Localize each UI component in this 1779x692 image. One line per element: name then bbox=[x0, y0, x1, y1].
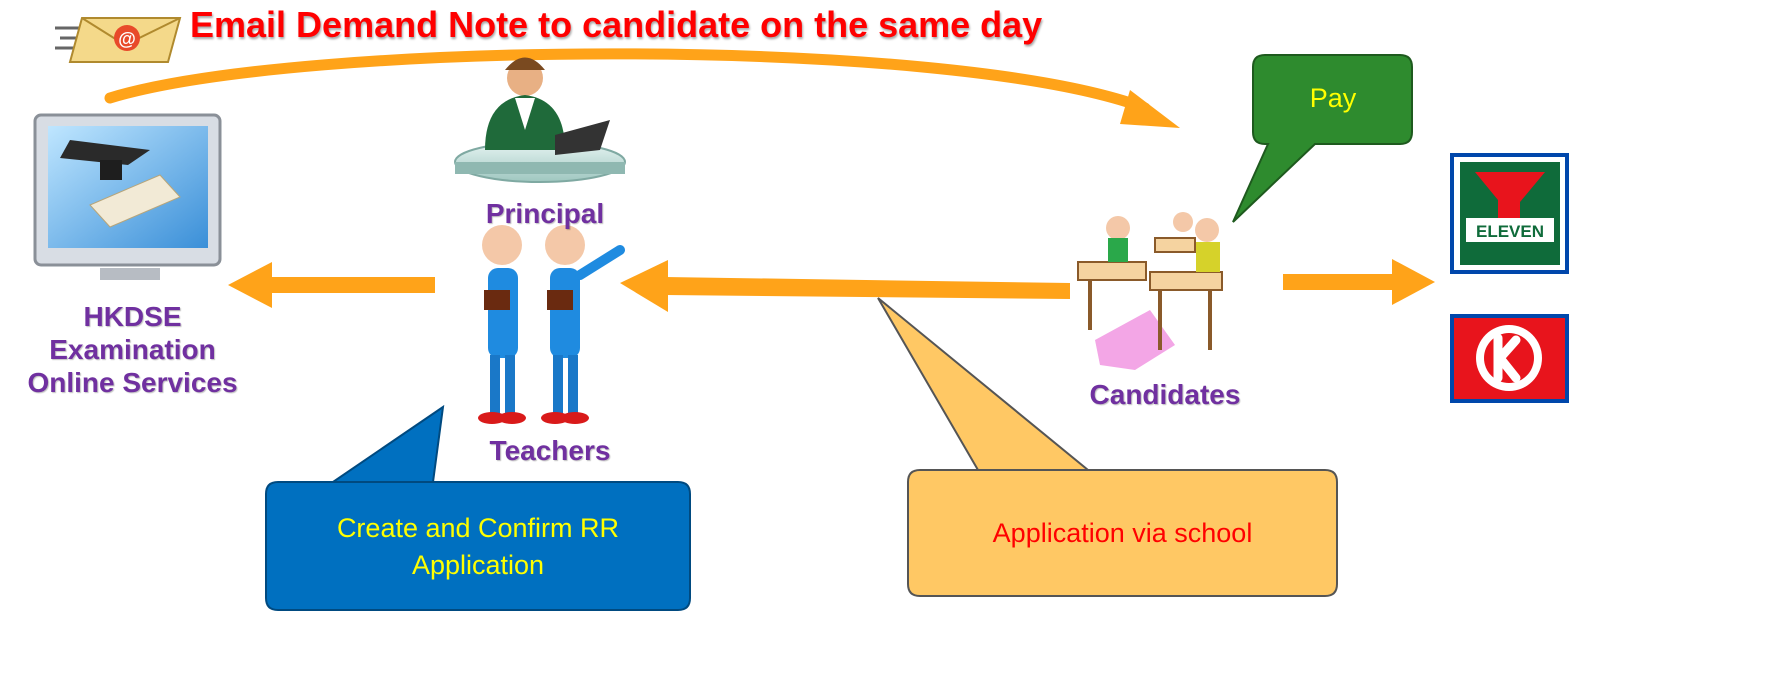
arrow-to-teachers bbox=[620, 260, 1070, 312]
application-bubble bbox=[877, 297, 1338, 597]
hkdse-label-line1: HKDSE bbox=[83, 301, 182, 332]
pay-bubble bbox=[1232, 54, 1413, 223]
principal-label: Principal bbox=[485, 198, 605, 229]
seven-eleven-logo: ELEVEN bbox=[1450, 153, 1569, 274]
pay-bubble-text: Pay bbox=[1309, 83, 1357, 113]
application-bubble-text: Application via school bbox=[992, 518, 1253, 548]
hkdse-label: HKDSE Examination Online Services bbox=[10, 300, 255, 399]
teachers-label: Teachers bbox=[489, 435, 611, 466]
svg-text:@: @ bbox=[118, 29, 136, 49]
page-title: Email Demand Note to candidate on the sa… bbox=[190, 4, 1043, 45]
email-envelope-icon: @ bbox=[55, 17, 182, 63]
circle-k-logo bbox=[1450, 314, 1569, 403]
hkdse-label-line2: Examination bbox=[49, 334, 216, 365]
principal-icon bbox=[454, 57, 626, 183]
create-confirm-line1: Create and Confirm RR bbox=[336, 513, 620, 543]
computer-icon bbox=[33, 113, 222, 280]
create-confirm-line2: Application bbox=[411, 550, 545, 580]
teachers-icon bbox=[478, 225, 625, 424]
candidates-label: Candidates bbox=[1089, 379, 1241, 410]
create-confirm-bubble bbox=[265, 404, 691, 611]
arrow-to-hkdse bbox=[228, 262, 435, 308]
hkdse-label-line3: Online Services bbox=[27, 367, 238, 398]
candidates-icon bbox=[1077, 212, 1223, 370]
create-confirm-bubble-text: Create and Confirm RR Application bbox=[266, 510, 690, 584]
email-curved-arrow bbox=[104, 48, 1180, 128]
svg-text:ELEVEN: ELEVEN bbox=[1476, 222, 1544, 241]
arrow-to-stores bbox=[1283, 259, 1435, 305]
